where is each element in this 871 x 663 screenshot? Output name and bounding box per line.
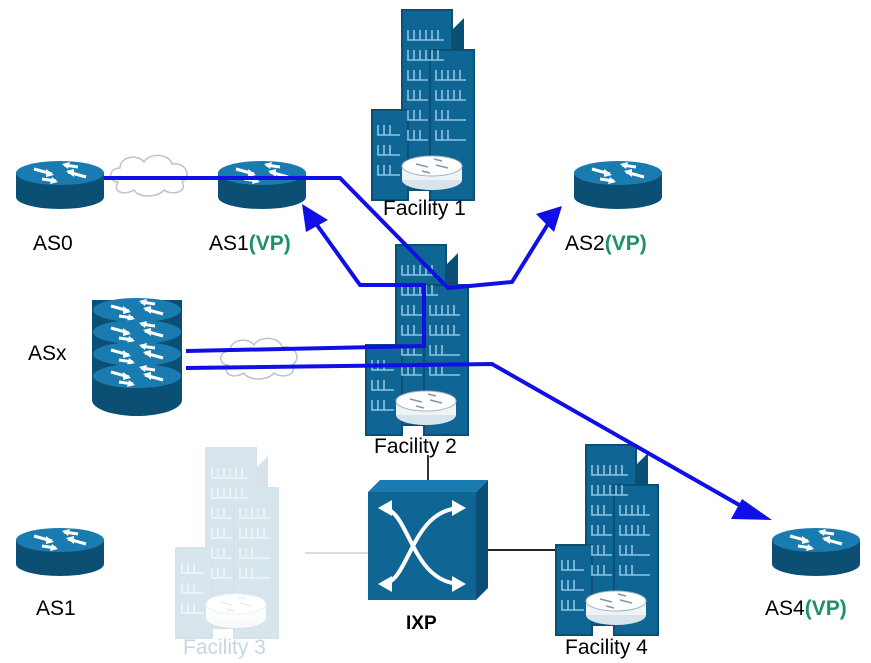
facility4-building-icon — [555, 444, 659, 636]
arrowhead-as4 — [731, 499, 772, 520]
facility3-building-icon — [175, 447, 279, 639]
as1-label: AS1(VP) — [209, 232, 291, 255]
vp-tag: (VP) — [604, 232, 647, 255]
as2-router-icon — [572, 159, 664, 211]
as1-router-icon — [216, 159, 308, 211]
ixp-switch-icon — [368, 480, 488, 600]
path-asx-as1 — [185, 216, 426, 353]
ixp-label: IXP — [406, 613, 437, 634]
vp-tag: (VP) — [248, 232, 291, 255]
as2-label: AS2(VP) — [565, 232, 647, 255]
as4-label: AS4(VP) — [765, 597, 847, 620]
cloud-icon — [219, 337, 298, 380]
asx-router-stack-icon — [91, 296, 183, 416]
as1-bottom-label: AS1 — [36, 597, 76, 620]
vp-tag: (VP) — [804, 597, 847, 620]
as1-bottom-router-icon — [14, 526, 106, 578]
arrowhead-as2 — [536, 206, 562, 232]
as0-label: AS0 — [33, 232, 73, 255]
path-as0-as2 — [104, 176, 550, 291]
path-asx-as4 — [185, 361, 749, 512]
facility2-label: Facility 2 — [374, 435, 457, 458]
as4-router-icon — [770, 526, 862, 578]
facility4-label: Facility 4 — [565, 636, 648, 659]
facility1-building-icon — [371, 9, 475, 201]
facility3-label: Facility 3 — [183, 636, 266, 659]
arrowhead-as1 — [302, 204, 328, 232]
asx-label: ASx — [28, 342, 67, 365]
facility1-label: Facility 1 — [383, 197, 466, 220]
cloud-icon — [109, 154, 188, 197]
as0-router-icon — [14, 159, 106, 211]
facility2-building-icon — [365, 244, 469, 436]
